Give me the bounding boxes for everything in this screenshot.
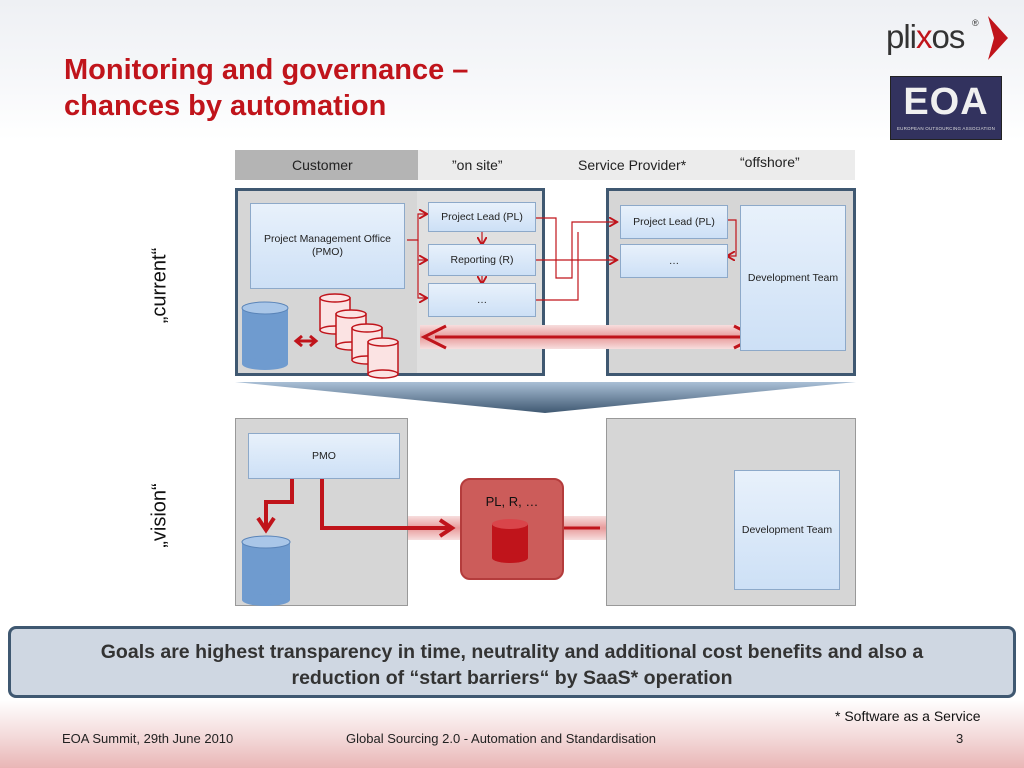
header-offshore-label: “offshore” bbox=[740, 154, 800, 170]
vision-dev-team-box: Development Team bbox=[734, 470, 840, 590]
connector-pl-right bbox=[536, 218, 616, 279]
goals-line-2: reduction of “start barriers“ by SaaS* o… bbox=[291, 667, 733, 689]
provider-etc-box: … bbox=[620, 244, 728, 278]
current-pmo-box: Project Management Office (PMO) bbox=[250, 203, 405, 289]
current-blue-database bbox=[241, 301, 289, 370]
footer-background bbox=[0, 700, 1024, 768]
footnote-saas: * Software as a Service bbox=[835, 708, 981, 724]
connector-dev-pl bbox=[728, 219, 737, 256]
header-provider-label: Service Provider* bbox=[578, 157, 687, 173]
logo-prefix: pli bbox=[886, 18, 917, 55]
connector-pmo-pl bbox=[407, 214, 426, 241]
vision-pmo-box: PMO bbox=[248, 433, 400, 479]
connector-pmo-r bbox=[417, 240, 426, 260]
page-number: 3 bbox=[956, 731, 964, 746]
provider-pl-box: Project Lead (PL) bbox=[620, 205, 728, 239]
eoa-letters: EOA bbox=[903, 81, 989, 123]
goals-line-1: Goals are highest transparency in time, … bbox=[100, 641, 924, 663]
logo-x: x bbox=[916, 18, 932, 55]
slide-title: Monitoring and governance – chances by a… bbox=[64, 52, 624, 124]
vision-plr-label: PL, R, … bbox=[485, 494, 539, 509]
logo-registered: ® bbox=[972, 18, 979, 28]
header-onsite-label: ”on site” bbox=[452, 157, 503, 173]
vision-pmo-to-db-arrow bbox=[256, 478, 294, 534]
current-reporting-box: Reporting (R) bbox=[428, 244, 536, 276]
vision-pmo-to-bus-arrow bbox=[320, 478, 456, 538]
goals-box: Goals are highest transparency in time, … bbox=[8, 626, 1016, 698]
logo-suffix: os bbox=[931, 18, 966, 55]
header-customer-label: Customer bbox=[292, 157, 353, 173]
db-sync-arrow bbox=[293, 334, 319, 348]
footer-event: EOA Summit, 29th June 2010 bbox=[62, 731, 234, 746]
current-pl-box: Project Lead (PL) bbox=[428, 202, 536, 232]
transition-funnel bbox=[235, 382, 856, 413]
vision-blue-database bbox=[241, 535, 291, 606]
current-etc-box: … bbox=[428, 283, 536, 317]
connector-etc-right bbox=[536, 232, 579, 301]
title-line-1: Monitoring and governance – bbox=[64, 54, 469, 86]
eoa-logo: EOA EUROPEAN OUTSOURCING ASSOCIATION bbox=[890, 76, 1002, 140]
header-background bbox=[0, 0, 1024, 140]
customer-header bbox=[235, 150, 418, 180]
current-red-databases bbox=[319, 293, 399, 379]
eoa-subtitle: EUROPEAN OUTSOURCING ASSOCIATION bbox=[896, 126, 996, 131]
title-line-2: chances by automation bbox=[64, 90, 387, 122]
current-dev-team-box: Development Team bbox=[740, 205, 846, 351]
connector-pmo-etc bbox=[417, 260, 426, 298]
plixos-logo: plixos bbox=[886, 18, 966, 56]
footer-topic: Global Sourcing 2.0 - Automation and Sta… bbox=[346, 731, 657, 746]
